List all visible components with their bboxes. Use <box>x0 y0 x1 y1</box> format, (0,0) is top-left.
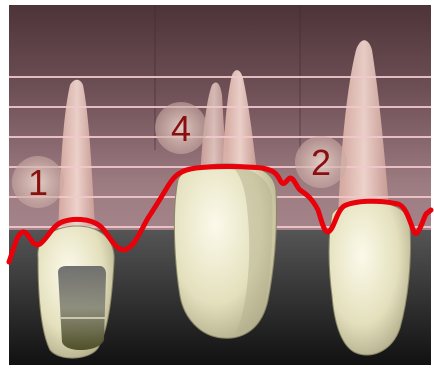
marker-label: 2 <box>311 142 331 183</box>
marker-4: 4 <box>155 102 207 154</box>
marker-label: 1 <box>28 162 48 203</box>
crown-right-tooth <box>329 202 411 356</box>
restoration-left-tooth <box>58 266 106 350</box>
marker-label: 4 <box>171 108 191 149</box>
marker-2: 2 <box>295 136 347 188</box>
marker-1: 1 <box>12 156 64 208</box>
